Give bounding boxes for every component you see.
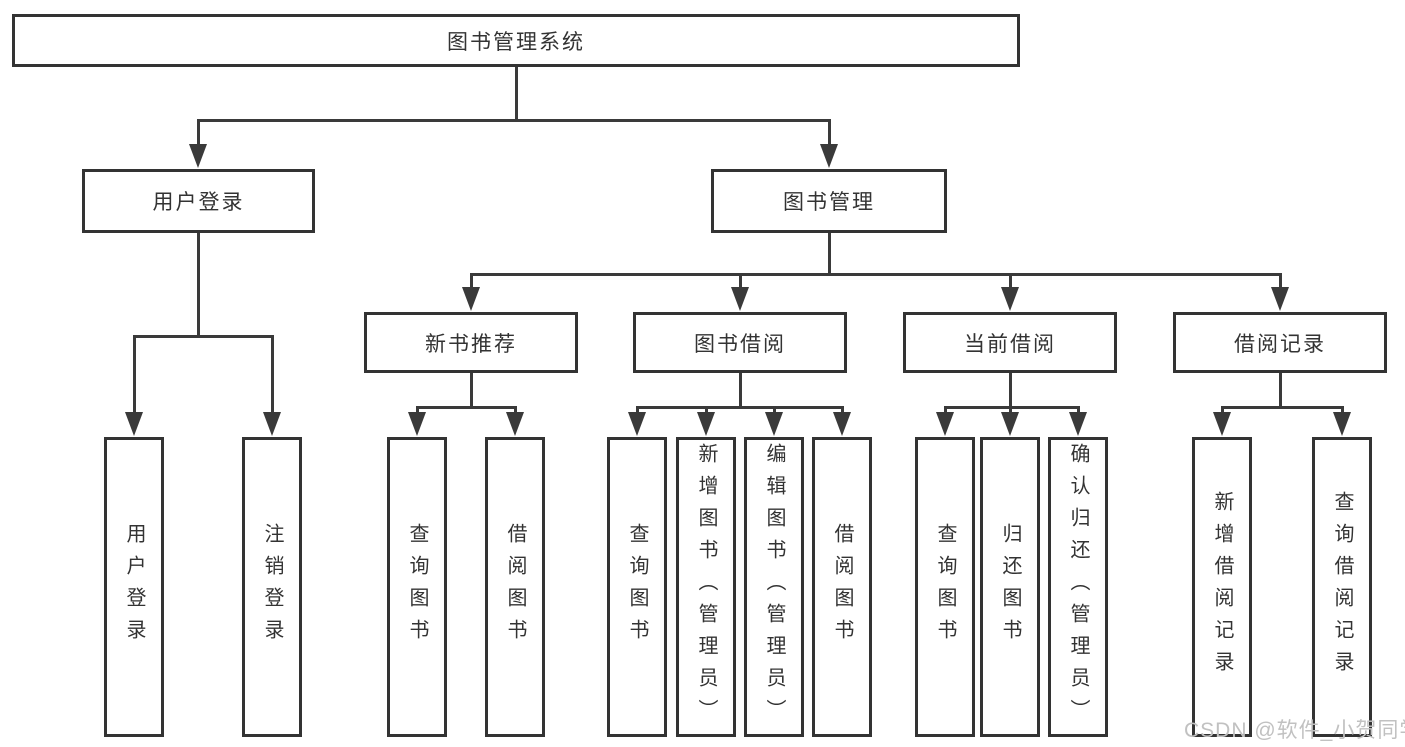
- node-leaf-cb-return: 归还图书: [980, 437, 1040, 737]
- node-current-borrow: 当前借阅: [903, 312, 1117, 373]
- connector-line: [635, 406, 639, 415]
- connector-line: [196, 119, 831, 122]
- node-leaf-nbr-query: 查询图书: [387, 437, 447, 737]
- node-leaf-nbr-borrow: 借阅图书: [485, 437, 545, 737]
- node-new-book-rec-label: 新书推荐: [425, 332, 517, 356]
- connector-line: [132, 335, 274, 338]
- node-leaf-user-login: 用户登录: [104, 437, 164, 737]
- connector-line: [827, 119, 831, 147]
- connector-line: [132, 335, 136, 415]
- connector-line: [415, 406, 419, 415]
- connector-line: [196, 233, 200, 338]
- node-leaf-bb-edit: 编辑图书（管理员）: [744, 437, 804, 737]
- arrow-down-icon: [1271, 287, 1289, 311]
- node-leaf-cb-return-label: 归还图书: [999, 523, 1021, 651]
- node-leaf-cb-confirm: 确认归还（管理员）: [1048, 437, 1108, 737]
- node-borrow-records-label: 借阅记录: [1234, 332, 1326, 356]
- node-leaf-bb-add: 新增图书（管理员）: [676, 437, 736, 737]
- connector-line: [943, 406, 947, 415]
- arrow-down-icon: [462, 287, 480, 311]
- node-book-borrow-label: 图书借阅: [694, 332, 786, 356]
- node-leaf-cb-query: 查询图书: [915, 437, 975, 737]
- node-leaf-bb-borrow-label: 借阅图书: [831, 523, 853, 651]
- connector-line: [1076, 406, 1080, 415]
- connector-line: [772, 406, 776, 415]
- arrow-down-icon: [1333, 412, 1351, 436]
- connector-line: [513, 406, 517, 415]
- node-leaf-nbr-borrow-label: 借阅图书: [504, 523, 526, 651]
- node-leaf-br-add: 新增借阅记录: [1192, 437, 1252, 737]
- arrow-down-icon: [1069, 412, 1087, 436]
- arrow-down-icon: [731, 287, 749, 311]
- arrow-down-icon: [125, 412, 143, 436]
- arrow-down-icon: [697, 412, 715, 436]
- node-leaf-br-query: 查询借阅记录: [1312, 437, 1372, 737]
- connector-line: [1278, 373, 1282, 409]
- node-book-mgmt-label: 图书管理: [783, 191, 875, 214]
- connector-line: [1278, 273, 1282, 290]
- connector-line: [415, 406, 517, 409]
- node-leaf-logout: 注销登录: [242, 437, 302, 737]
- connector-line: [738, 273, 742, 290]
- node-leaf-bb-query: 查询图书: [607, 437, 667, 737]
- connector-line: [270, 335, 274, 415]
- connector-line: [514, 67, 518, 122]
- arrow-down-icon: [628, 412, 646, 436]
- node-leaf-br-add-label: 新增借阅记录: [1211, 491, 1233, 683]
- node-leaf-br-query-label: 查询借阅记录: [1331, 491, 1353, 683]
- node-root: 图书管理系统: [12, 14, 1020, 67]
- connector-line: [943, 406, 1080, 409]
- node-user-login-label: 用户登录: [152, 191, 245, 214]
- node-leaf-cb-confirm-label: 确认归还（管理员）: [1067, 443, 1089, 731]
- arrow-down-icon: [765, 412, 783, 436]
- arrow-down-icon: [936, 412, 954, 436]
- arrow-down-icon: [506, 412, 524, 436]
- node-borrow-records: 借阅记录: [1173, 312, 1387, 373]
- connector-line: [704, 406, 708, 415]
- node-leaf-nbr-query-label: 查询图书: [406, 523, 428, 651]
- node-leaf-bb-query-label: 查询图书: [626, 523, 648, 651]
- connector-line: [1008, 373, 1012, 409]
- node-root-label: 图书管理系统: [447, 30, 585, 54]
- node-leaf-bb-edit-label: 编辑图书（管理员）: [763, 443, 785, 731]
- arrow-down-icon: [408, 412, 426, 436]
- node-leaf-bb-borrow: 借阅图书: [812, 437, 872, 737]
- connector-line: [1008, 273, 1012, 290]
- node-leaf-cb-query-label: 查询图书: [934, 523, 956, 651]
- connector-line: [738, 373, 742, 409]
- arrow-down-icon: [189, 144, 207, 168]
- node-leaf-logout-label: 注销登录: [261, 523, 283, 651]
- node-user-login: 用户登录: [82, 169, 315, 233]
- node-book-borrow: 图书借阅: [633, 312, 847, 373]
- arrow-down-icon: [1001, 412, 1019, 436]
- node-leaf-bb-add-label: 新增图书（管理员）: [695, 443, 717, 731]
- connector-line: [196, 119, 200, 147]
- watermark: CSDN @软件_小贺同学: [1184, 719, 1405, 742]
- node-current-borrow-label: 当前借阅: [964, 332, 1056, 356]
- node-book-mgmt: 图书管理: [711, 169, 947, 233]
- connector-line: [1220, 406, 1224, 415]
- node-leaf-user-login-label: 用户登录: [123, 523, 145, 651]
- arrow-down-icon: [820, 144, 838, 168]
- connector-line: [1340, 406, 1344, 415]
- connector-line: [827, 233, 831, 276]
- connector-line: [840, 406, 844, 415]
- connector-line: [469, 273, 1282, 276]
- arrow-down-icon: [263, 412, 281, 436]
- arrow-down-icon: [833, 412, 851, 436]
- connector-line: [469, 373, 473, 409]
- node-new-book-rec: 新书推荐: [364, 312, 578, 373]
- connector-line: [635, 406, 844, 409]
- connector-line: [469, 273, 473, 290]
- connector-line: [1008, 406, 1012, 415]
- connector-line: [1220, 406, 1344, 409]
- arrow-down-icon: [1213, 412, 1231, 436]
- arrow-down-icon: [1001, 287, 1019, 311]
